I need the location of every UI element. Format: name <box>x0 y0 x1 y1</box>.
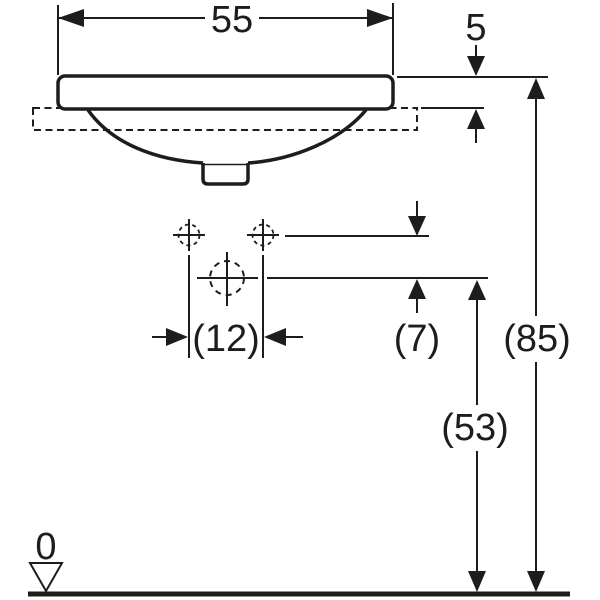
dimension-mixer-height: (53) <box>441 280 509 592</box>
arrowhead-up-icon <box>408 279 426 299</box>
tap-hole-left <box>173 219 205 251</box>
arrowhead-down-icon <box>467 56 485 76</box>
dimension-rim-height: 5 <box>397 7 548 143</box>
datum-label: 0 <box>35 526 56 568</box>
arrowhead-down-icon <box>527 571 545 592</box>
dimension-label-mixer-height: (53) <box>441 407 509 449</box>
arrowhead-right-icon <box>166 328 188 346</box>
drain-outline <box>201 163 250 186</box>
arrowhead-left-icon <box>58 9 84 27</box>
dimension-total-height: (85) <box>503 78 571 592</box>
dimension-tap-spacing: (12) <box>152 255 303 360</box>
arrowhead-right-icon <box>367 9 393 27</box>
dimension-label-tap-spacing: (12) <box>192 318 260 360</box>
dimension-label-offset: (7) <box>394 318 440 360</box>
dimension-label-width: 55 <box>211 0 253 41</box>
arrowhead-up-icon <box>468 280 486 300</box>
arrowhead-up-icon <box>527 78 545 99</box>
arrowhead-left-icon <box>264 328 286 346</box>
mixer-hole <box>197 252 258 306</box>
basin-rim <box>56 74 395 111</box>
arrowhead-down-icon <box>408 216 426 236</box>
datum: 0 <box>28 526 570 597</box>
tap-hole-right <box>247 219 279 251</box>
dimension-offset: (7) <box>394 201 440 360</box>
basin-curve-left <box>86 108 204 165</box>
arrowhead-down-icon <box>468 571 486 592</box>
dimension-label-rim-height: 5 <box>465 7 486 49</box>
arrowhead-up-icon <box>467 109 485 129</box>
datum-triangle-icon <box>28 562 64 594</box>
dimension-label-total-height: (85) <box>503 318 571 360</box>
basin-curve-right <box>247 108 368 165</box>
countertop-cutout-outline <box>32 107 418 131</box>
dimension-basin-width: 55 <box>57 0 394 75</box>
